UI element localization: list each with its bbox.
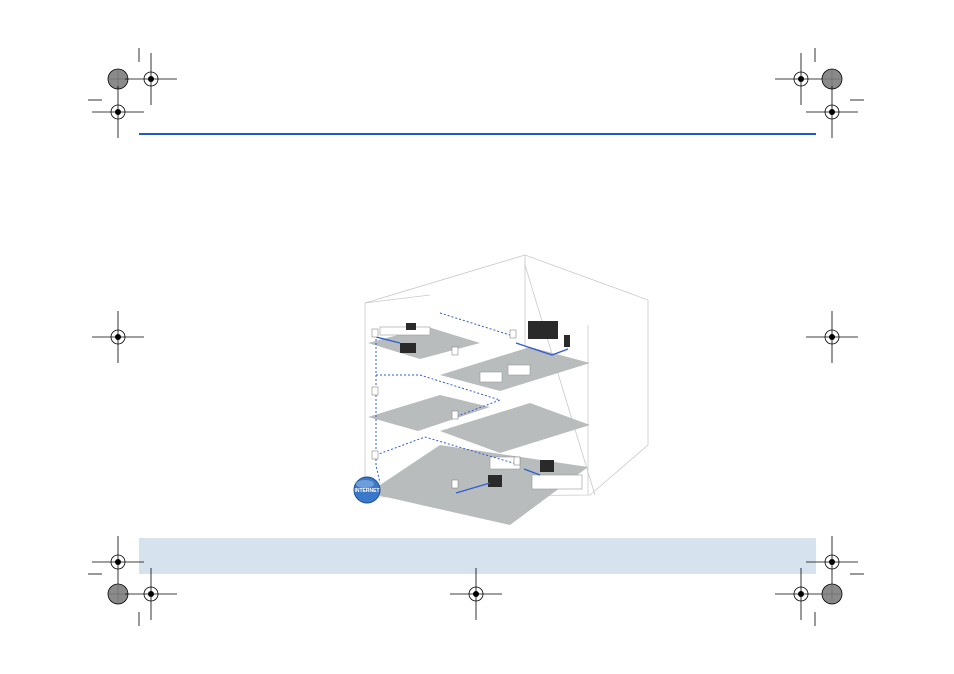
crosshair-registration-icon (124, 567, 178, 621)
grey-target-icon (107, 583, 129, 605)
house-network-illustration: INTERNET (353, 254, 649, 525)
crosshair-registration-icon (124, 52, 178, 106)
crosshair-registration-icon (449, 567, 503, 621)
footer-band (139, 538, 816, 574)
internet-badge: INTERNET (353, 476, 381, 504)
crosshair-registration-icon (774, 52, 828, 106)
first-floor-right (440, 403, 590, 453)
internet-badge-label: INTERNET (355, 488, 380, 494)
grey-target-icon (821, 583, 843, 605)
grey-target-icon (821, 68, 843, 90)
network-cables (375, 336, 569, 494)
crosshair-registration-icon (774, 567, 828, 621)
powerline-adapters (371, 328, 521, 489)
crosshair-registration-icon (91, 85, 145, 139)
top-floor-left (368, 327, 480, 359)
header-rule (139, 133, 816, 135)
furniture (379, 326, 583, 490)
network-lines (375, 312, 521, 484)
grey-target-icon (107, 68, 129, 90)
crosshair-registration-icon (91, 535, 145, 589)
devices (400, 321, 570, 487)
ground-floor (368, 445, 588, 525)
first-floor (368, 395, 490, 431)
crosshair-registration-icon (805, 310, 859, 364)
crosshair-registration-icon (805, 85, 859, 139)
crosshair-registration-icon (91, 310, 145, 364)
